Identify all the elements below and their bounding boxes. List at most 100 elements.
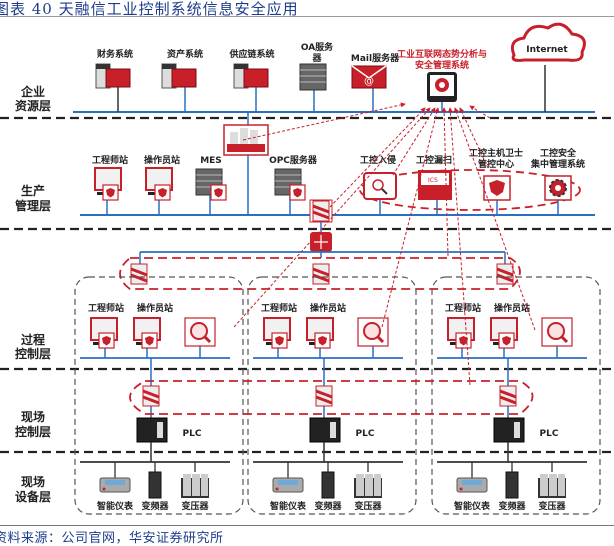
source-note: 资料来源：公司官网，华安证券研究所 xyxy=(0,531,224,546)
node-label: 供应链系统 xyxy=(228,48,274,60)
vfd-icon xyxy=(148,471,162,499)
layer-labels: 企业 资源层 生产 管理层 过程 控制层 现场 控制层 现场 设备层 xyxy=(15,84,51,504)
firewall-icon xyxy=(314,384,334,408)
ids-icon xyxy=(363,172,397,200)
shield-icon xyxy=(210,184,227,201)
plc-icon xyxy=(493,417,525,443)
node-label: 财务系统 xyxy=(96,48,133,60)
zone-outline xyxy=(247,276,417,515)
workstation-icon xyxy=(161,63,197,89)
zone-outline xyxy=(74,276,244,515)
node-label: OA服务 xyxy=(301,41,334,53)
device-label: 变压器 xyxy=(181,500,209,512)
device-label: 变压器 xyxy=(354,500,382,512)
node-label: 操作员站 xyxy=(494,302,530,314)
layer-label: 现场 xyxy=(21,410,45,424)
vfd-icon xyxy=(505,471,519,499)
layer-label: 生产 xyxy=(21,183,45,198)
layer-label: 控制层 xyxy=(15,346,51,361)
title-divider xyxy=(0,16,614,17)
node-label: 工程师站 xyxy=(261,302,297,314)
node-label: 工控安全 xyxy=(540,147,577,159)
security-cluster-outline xyxy=(359,169,581,211)
device-label: 变频器 xyxy=(314,500,342,512)
ics-audit-icon xyxy=(540,316,574,348)
shield-icon xyxy=(98,332,115,349)
device-label: 智能仪表 xyxy=(97,500,134,512)
firewall-icon xyxy=(495,262,515,286)
footer-divider xyxy=(0,525,614,526)
transformer-icon xyxy=(354,474,382,498)
node-label: 管控中心 xyxy=(478,158,514,170)
mail-icon: @ xyxy=(351,65,387,89)
gear-icon xyxy=(544,175,572,201)
shield-icon xyxy=(102,184,119,201)
layer-label: 管理层 xyxy=(15,198,51,213)
firewall-icon xyxy=(311,262,331,286)
layer-label: 资源层 xyxy=(15,98,51,113)
server-icon xyxy=(299,63,327,91)
node-label: 工控主机卫士 xyxy=(469,147,523,159)
enterprise-layer: 财务系统 资产系统 供应链系统 OA服务 器 Mail服务器 @ 工业互联网态势… xyxy=(73,22,595,113)
node-label: 资产系统 xyxy=(167,48,203,60)
smart-meter-icon xyxy=(456,477,488,493)
device-label: 智能仪表 xyxy=(270,500,307,512)
node-label: 工程师站 xyxy=(88,302,124,314)
vfd-icon xyxy=(321,471,335,499)
process-zone: 工程师站 操作员站 PLC 智能仪表变频器变压器 xyxy=(74,276,244,515)
shield-icon xyxy=(498,332,515,349)
node-label: 工控漏扫 xyxy=(416,154,452,166)
plc-label: PLC xyxy=(183,429,202,439)
scanner-icon: ICS xyxy=(418,170,452,200)
ics-audit-icon xyxy=(183,316,217,348)
plc-label: PLC xyxy=(540,429,559,439)
shield-icon xyxy=(289,184,306,201)
node-label: 工控入侵 xyxy=(360,154,396,166)
node-label: MES xyxy=(200,156,222,166)
firewall-icon xyxy=(498,384,518,408)
node-label: 工程师站 xyxy=(92,154,128,166)
layer-label: 过程 xyxy=(21,332,45,347)
node-label: Mail服务器 xyxy=(351,52,400,64)
node-label: 工程师站 xyxy=(445,302,481,314)
node-label: 操作员站 xyxy=(137,302,173,314)
smart-meter-icon xyxy=(272,477,304,493)
management-arrows xyxy=(233,102,536,386)
node-label: 操作员站 xyxy=(144,154,180,166)
host-guard-icon xyxy=(483,175,511,201)
shield-icon xyxy=(141,332,158,349)
layer-label: 现场 xyxy=(21,475,45,489)
device-label: 变频器 xyxy=(498,500,526,512)
node-label: 集中管理系统 xyxy=(530,158,585,170)
transformer-icon xyxy=(538,474,566,498)
plc-icon xyxy=(309,417,341,443)
svg-text:@: @ xyxy=(364,76,374,87)
node-label: OPC服务器 xyxy=(269,154,318,166)
tablet-icon xyxy=(427,72,457,102)
layer-label: 企业 xyxy=(20,84,45,99)
figure-title: 图表 40 天融信工业控制系统信息安全应用 xyxy=(0,0,299,18)
shield-icon xyxy=(455,332,472,349)
production-layer: 工程师站 操作员站 MES OPC服务器 工控入侵 工控漏扫 ICS 工控主机卫… xyxy=(80,112,595,223)
field-security-boundary xyxy=(129,380,534,415)
device-label: 变压器 xyxy=(538,500,566,512)
firewall-icon xyxy=(311,199,331,223)
smart-meter-icon xyxy=(99,477,131,493)
firewall-icon xyxy=(223,124,269,156)
center-label: 安全管理系统 xyxy=(415,59,469,71)
firewall-icon xyxy=(141,384,161,408)
cloud-icon xyxy=(510,22,586,62)
internet-label: Internet xyxy=(526,45,568,55)
device-label: 智能仪表 xyxy=(454,500,491,512)
center-label: 工业互联网态势分析与 xyxy=(397,48,487,60)
device-label: 变频器 xyxy=(141,500,169,512)
layer-label: 控制层 xyxy=(15,424,51,439)
svg-text:ICS: ICS xyxy=(428,177,438,184)
node-label: 操作员站 xyxy=(310,302,346,314)
workstation-icon xyxy=(95,63,131,89)
process-layer xyxy=(119,251,521,290)
plc-icon xyxy=(136,417,168,443)
workstation-icon xyxy=(233,63,269,89)
process-zone: 工程师站操作员站PLC智能仪表变频器变压器 xyxy=(247,276,417,515)
process-zone: 工程师站 操作员站 PLC 智能仪表变频器变压器 xyxy=(431,276,601,515)
